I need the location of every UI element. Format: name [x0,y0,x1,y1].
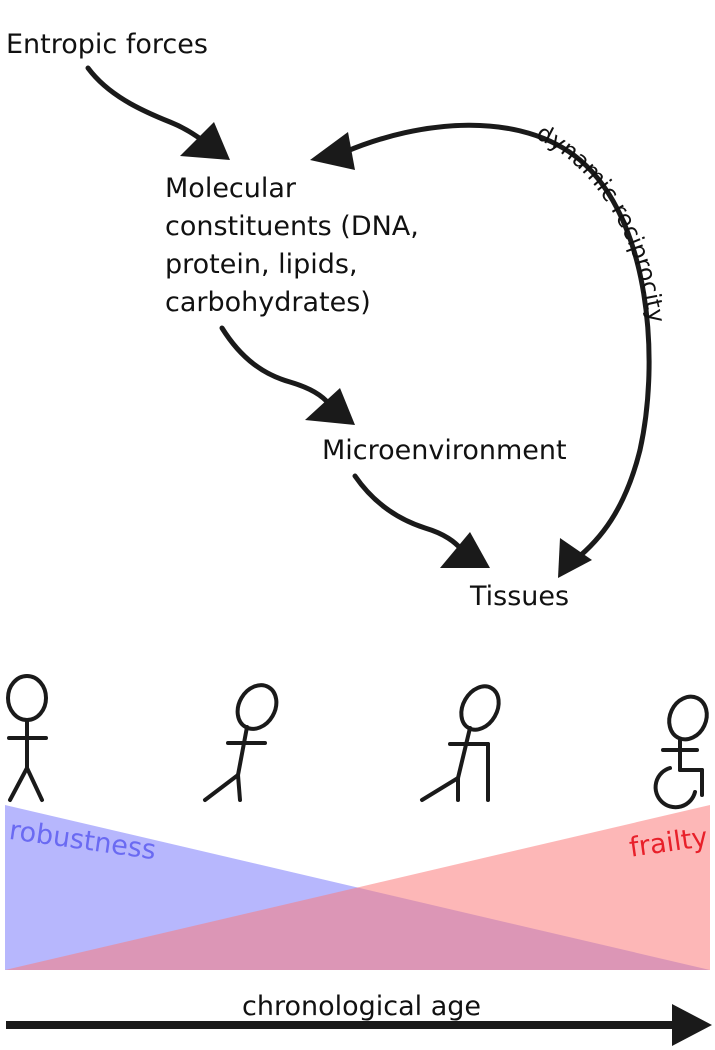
molecular-line-1: Molecular [165,173,297,204]
arrow-entropic-to-molecular [85,65,230,160]
arrow-microenvironment-to-tissues [352,473,490,568]
molecular-line-2: constituents (DNA, [165,211,419,242]
arrow-molecular-to-microenvironment [219,325,355,425]
microenvironment-label: Microenvironment [322,435,567,466]
dynamic-reciprocity-arrow [310,122,652,578]
robustness-frailty-chart [5,805,710,970]
molecular-constituents-box: Molecular constituents (DNA, protein, li… [165,170,465,322]
standing-person-icon [6,674,48,802]
tissues-label: Tissues [470,581,570,612]
molecular-line-3: protein, lipids, [165,249,358,280]
chronological-age-arrow [6,1004,712,1046]
chronological-age-label: chronological age [242,991,482,1022]
dynamic-reciprocity-textpath: dynamic reciprocity [532,120,669,325]
frailty-wedge [5,805,710,970]
person-in-wheelchair-icon [653,694,709,810]
walking-person-icon [203,683,279,802]
person-with-cane-icon [420,684,501,802]
dynamic-reciprocity-label: dynamic reciprocity [532,120,669,325]
entropic-forces-label: Entropic forces [6,29,208,60]
molecular-line-4: carbohydrates) [165,287,371,318]
